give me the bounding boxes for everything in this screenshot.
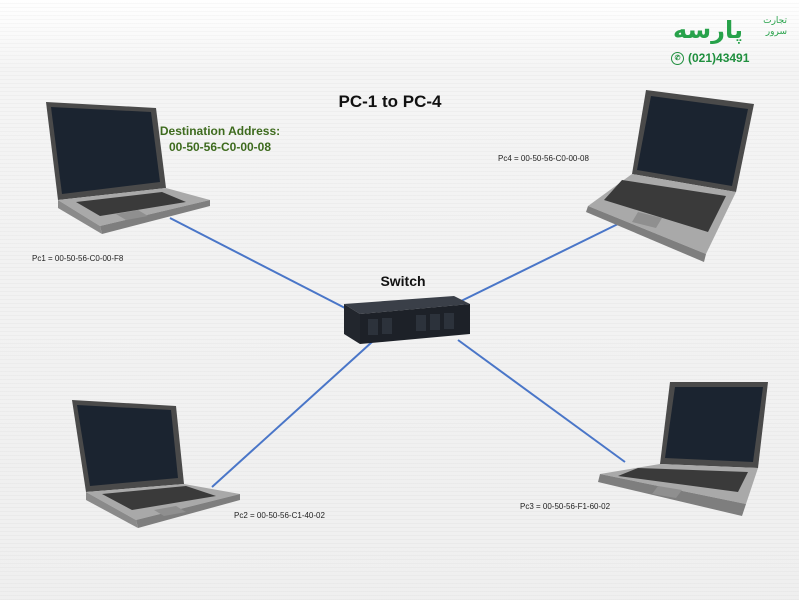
laptop-pc4-icon <box>586 90 754 262</box>
logo-phone-number: (021)43491 <box>688 51 750 65</box>
pc3-label: Pc3 = 00-50-56-F1-60-02 <box>520 502 611 511</box>
logo-line1: تجارت <box>763 16 787 26</box>
laptop-pc2-icon <box>72 400 240 528</box>
laptop-pc1-icon <box>46 102 210 234</box>
pc1-label: Pc1 = 00-50-56-C0-00-F8 <box>32 254 124 263</box>
pc2-label: Pc2 = 00-50-56-C1-40-02 <box>234 511 325 520</box>
destination-address: 00-50-56-C0-00-08 <box>168 140 272 154</box>
switch-icon <box>344 296 470 344</box>
brand-logo: پارسه تجارت سرور ✆ (021)43491 <box>669 12 789 72</box>
logo-brand-text: پارسه <box>673 16 743 44</box>
destination-annotation: Destination Address: 00-50-56-C0-00-08 <box>150 123 290 155</box>
destination-label: Destination Address: <box>159 124 281 138</box>
switch-label: Switch <box>380 273 426 289</box>
link-pc4-switch <box>454 221 623 305</box>
logo-phone: ✆ (021)43491 <box>671 51 750 66</box>
laptop-pc3-icon <box>598 382 768 516</box>
diagram-title: PC-1 to PC-4 <box>338 92 442 111</box>
link-pc3-switch <box>457 339 626 463</box>
phone-icon: ✆ <box>671 52 684 66</box>
logo-subtitle: تجارت سرور <box>763 16 787 38</box>
pc4-label: Pc4 = 00-50-56-C0-00-08 <box>498 154 589 163</box>
link-pc2-switch <box>211 341 373 488</box>
logo-line2: سرور <box>765 27 787 37</box>
link-pc1-switch <box>169 217 346 309</box>
